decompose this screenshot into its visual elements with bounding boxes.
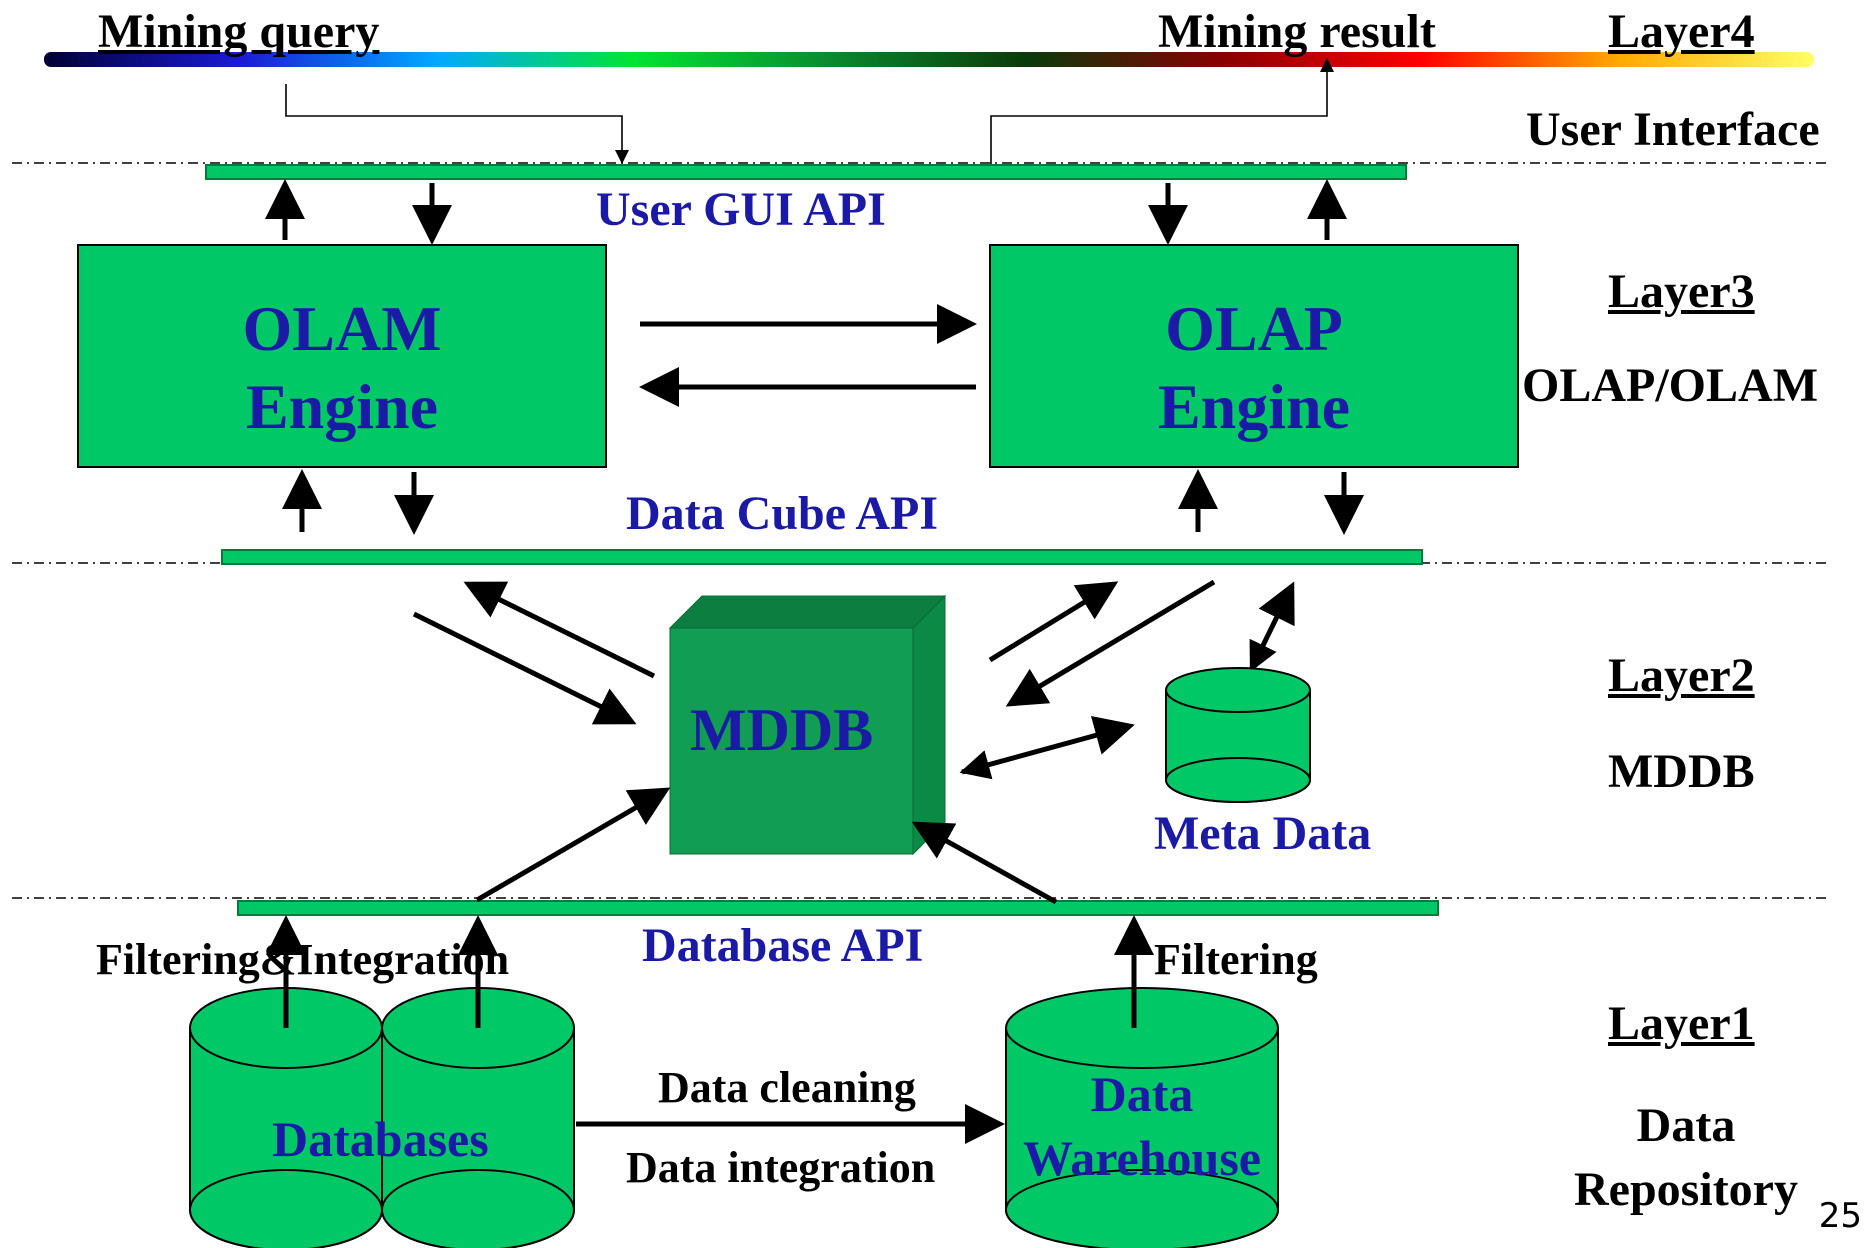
- data-repository-label: Data Repository: [1556, 1094, 1816, 1222]
- data-integration-label: Data integration: [626, 1143, 936, 1192]
- layer2-mddb-label: MDDB: [1608, 745, 1755, 798]
- warehouse-line2: Warehouse: [1023, 1130, 1261, 1186]
- warehouse-cylinder: [1005, 987, 1279, 1248]
- mddb-cube: [668, 594, 947, 856]
- data-cube-api-bar: [221, 549, 1423, 565]
- database-api-label: Database API: [642, 919, 924, 972]
- mddb-arrows: [412, 579, 1216, 905]
- layer2-title: Layer2: [1608, 649, 1755, 702]
- olap-engine-box: [989, 244, 1519, 468]
- olam-line2: Engine: [245, 371, 439, 442]
- vertical-arrows: [265, 179, 1364, 535]
- user-gui-api-bar: [205, 164, 1407, 180]
- database-api-bar: [237, 900, 1439, 916]
- engine-arrows: [639, 304, 977, 407]
- olap-olam-label: OLAP/OLAM: [1522, 359, 1818, 412]
- olam-engine-box: [77, 244, 607, 468]
- filtering-label: Filtering: [1154, 935, 1318, 984]
- layer1-title: Layer1: [1608, 997, 1755, 1050]
- data-cleaning-label: Data cleaning: [658, 1063, 916, 1112]
- warehouse-line1: Data: [1090, 1066, 1194, 1122]
- layer3-title: Layer3: [1608, 265, 1755, 318]
- page-number: 25: [1818, 1196, 1862, 1236]
- layer4-title: Layer4: [1608, 5, 1755, 58]
- filtering-integration-label: Filtering&Integration: [96, 935, 510, 984]
- warehouse-label: Data Warehouse: [1006, 1062, 1278, 1190]
- repository-line1: Data: [1636, 1099, 1736, 1152]
- user-gui-api-label: User GUI API: [596, 183, 886, 236]
- metadata-cylinder: [1165, 667, 1311, 803]
- olam-line1: OLAM: [242, 293, 442, 364]
- repository-line2: Repository: [1574, 1163, 1798, 1216]
- mining-connectors: [285, 58, 1334, 164]
- data-cube-api-label: Data Cube API: [626, 487, 939, 540]
- olap-line1: OLAP: [1165, 293, 1343, 364]
- double-arrows: [959, 581, 1295, 780]
- mining-result-label: Mining result: [1158, 5, 1436, 58]
- olam-engine-label: OLAM Engine: [78, 290, 606, 446]
- databases-label: Databases: [272, 1111, 489, 1167]
- user-interface-label: User Interface: [1526, 103, 1820, 156]
- repository-arrows: [266, 915, 1154, 1144]
- olap-line2: Engine: [1157, 371, 1351, 442]
- olap-engine-label: OLAP Engine: [990, 290, 1518, 446]
- gradient-bar: [44, 52, 1814, 67]
- metadata-label: Meta Data: [1154, 807, 1372, 860]
- mddb-label: MDDB: [690, 697, 874, 763]
- mining-query-label: Mining query: [98, 5, 380, 58]
